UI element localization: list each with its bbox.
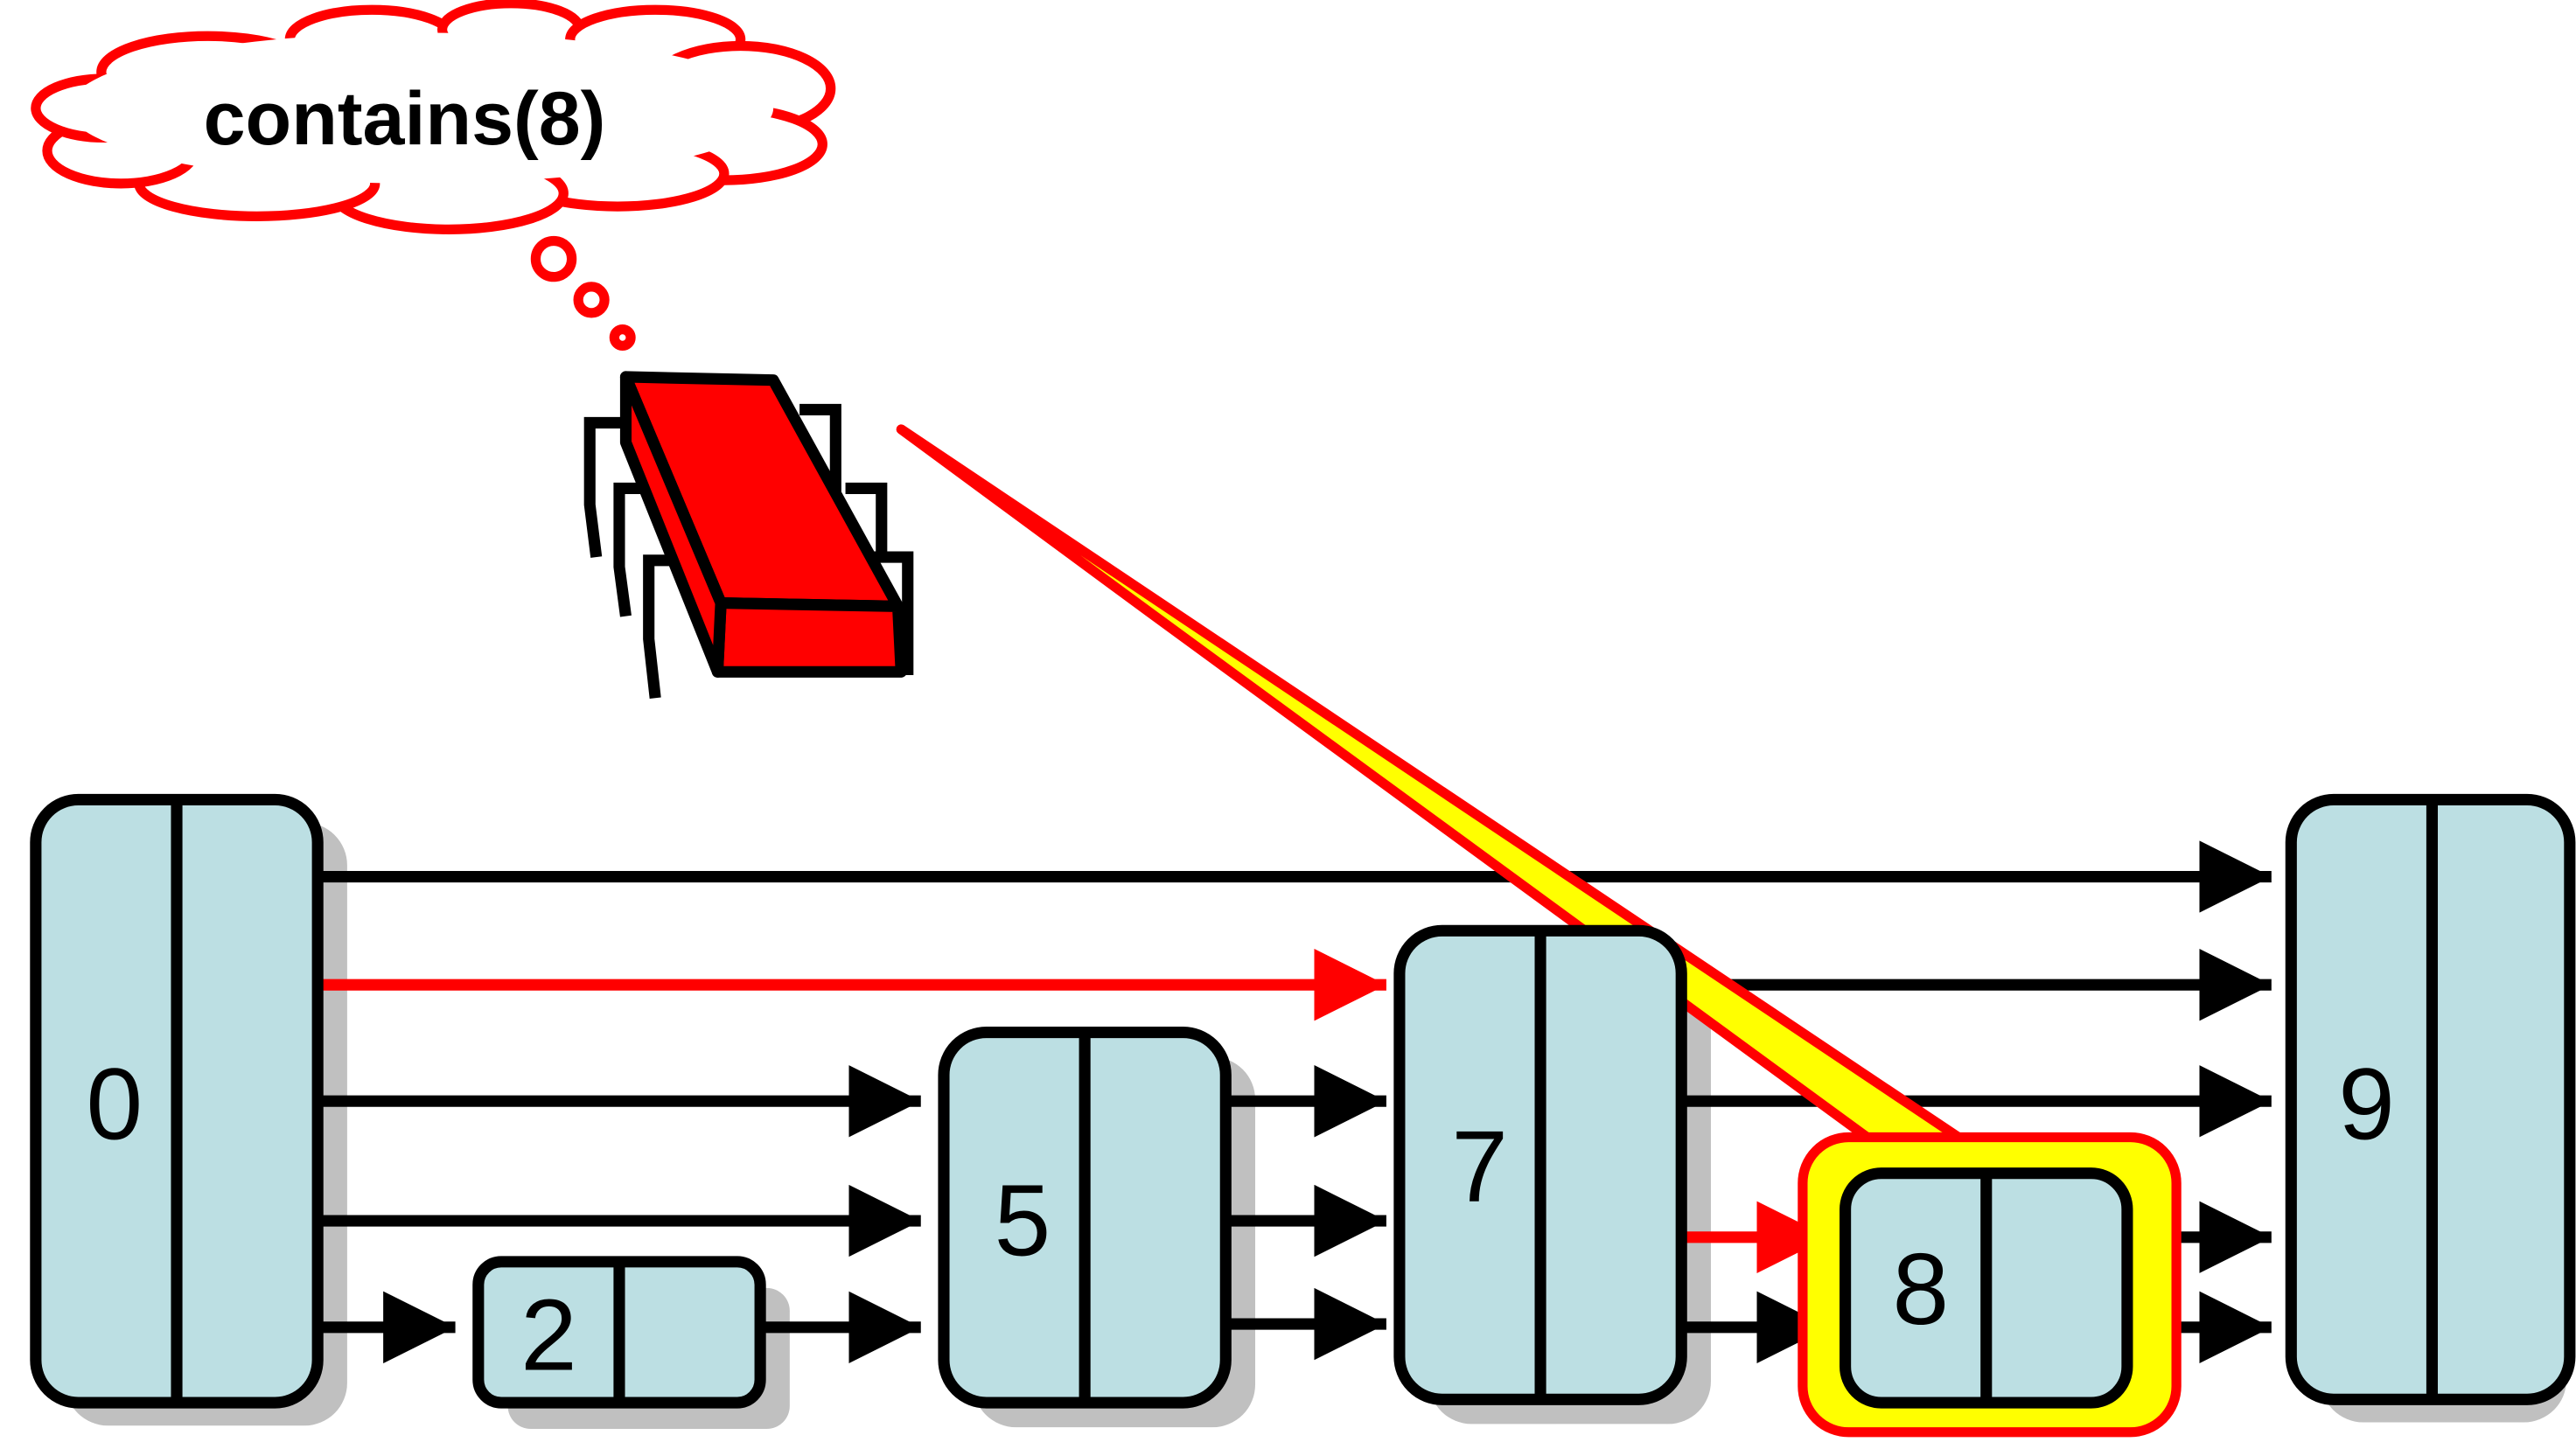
- node-key-0: 0: [87, 1047, 143, 1160]
- node-2: 2: [472, 1256, 766, 1409]
- node-key-2: 2: [520, 1278, 577, 1392]
- pointer-arrows: [268, 840, 2272, 1364]
- searcher-figure: [583, 371, 914, 699]
- node-key-5: 5: [995, 1163, 1051, 1277]
- node-0: 0: [30, 793, 324, 1409]
- thought-bubble-text: contains(8): [204, 77, 606, 161]
- node-9: 9: [2285, 793, 2576, 1405]
- thought-bubble: contains(8): [31, 0, 836, 234]
- node-key-9: 9: [2338, 1047, 2395, 1160]
- node-8: 8: [1840, 1167, 2133, 1409]
- node-5: 5: [938, 1026, 1232, 1409]
- node-shadows: [65, 822, 2567, 1432]
- node-key-7: 7: [1451, 1110, 1508, 1223]
- thought-trail: [530, 235, 636, 352]
- node-key-8: 8: [1893, 1232, 1950, 1346]
- node-7: 7: [1393, 924, 1687, 1405]
